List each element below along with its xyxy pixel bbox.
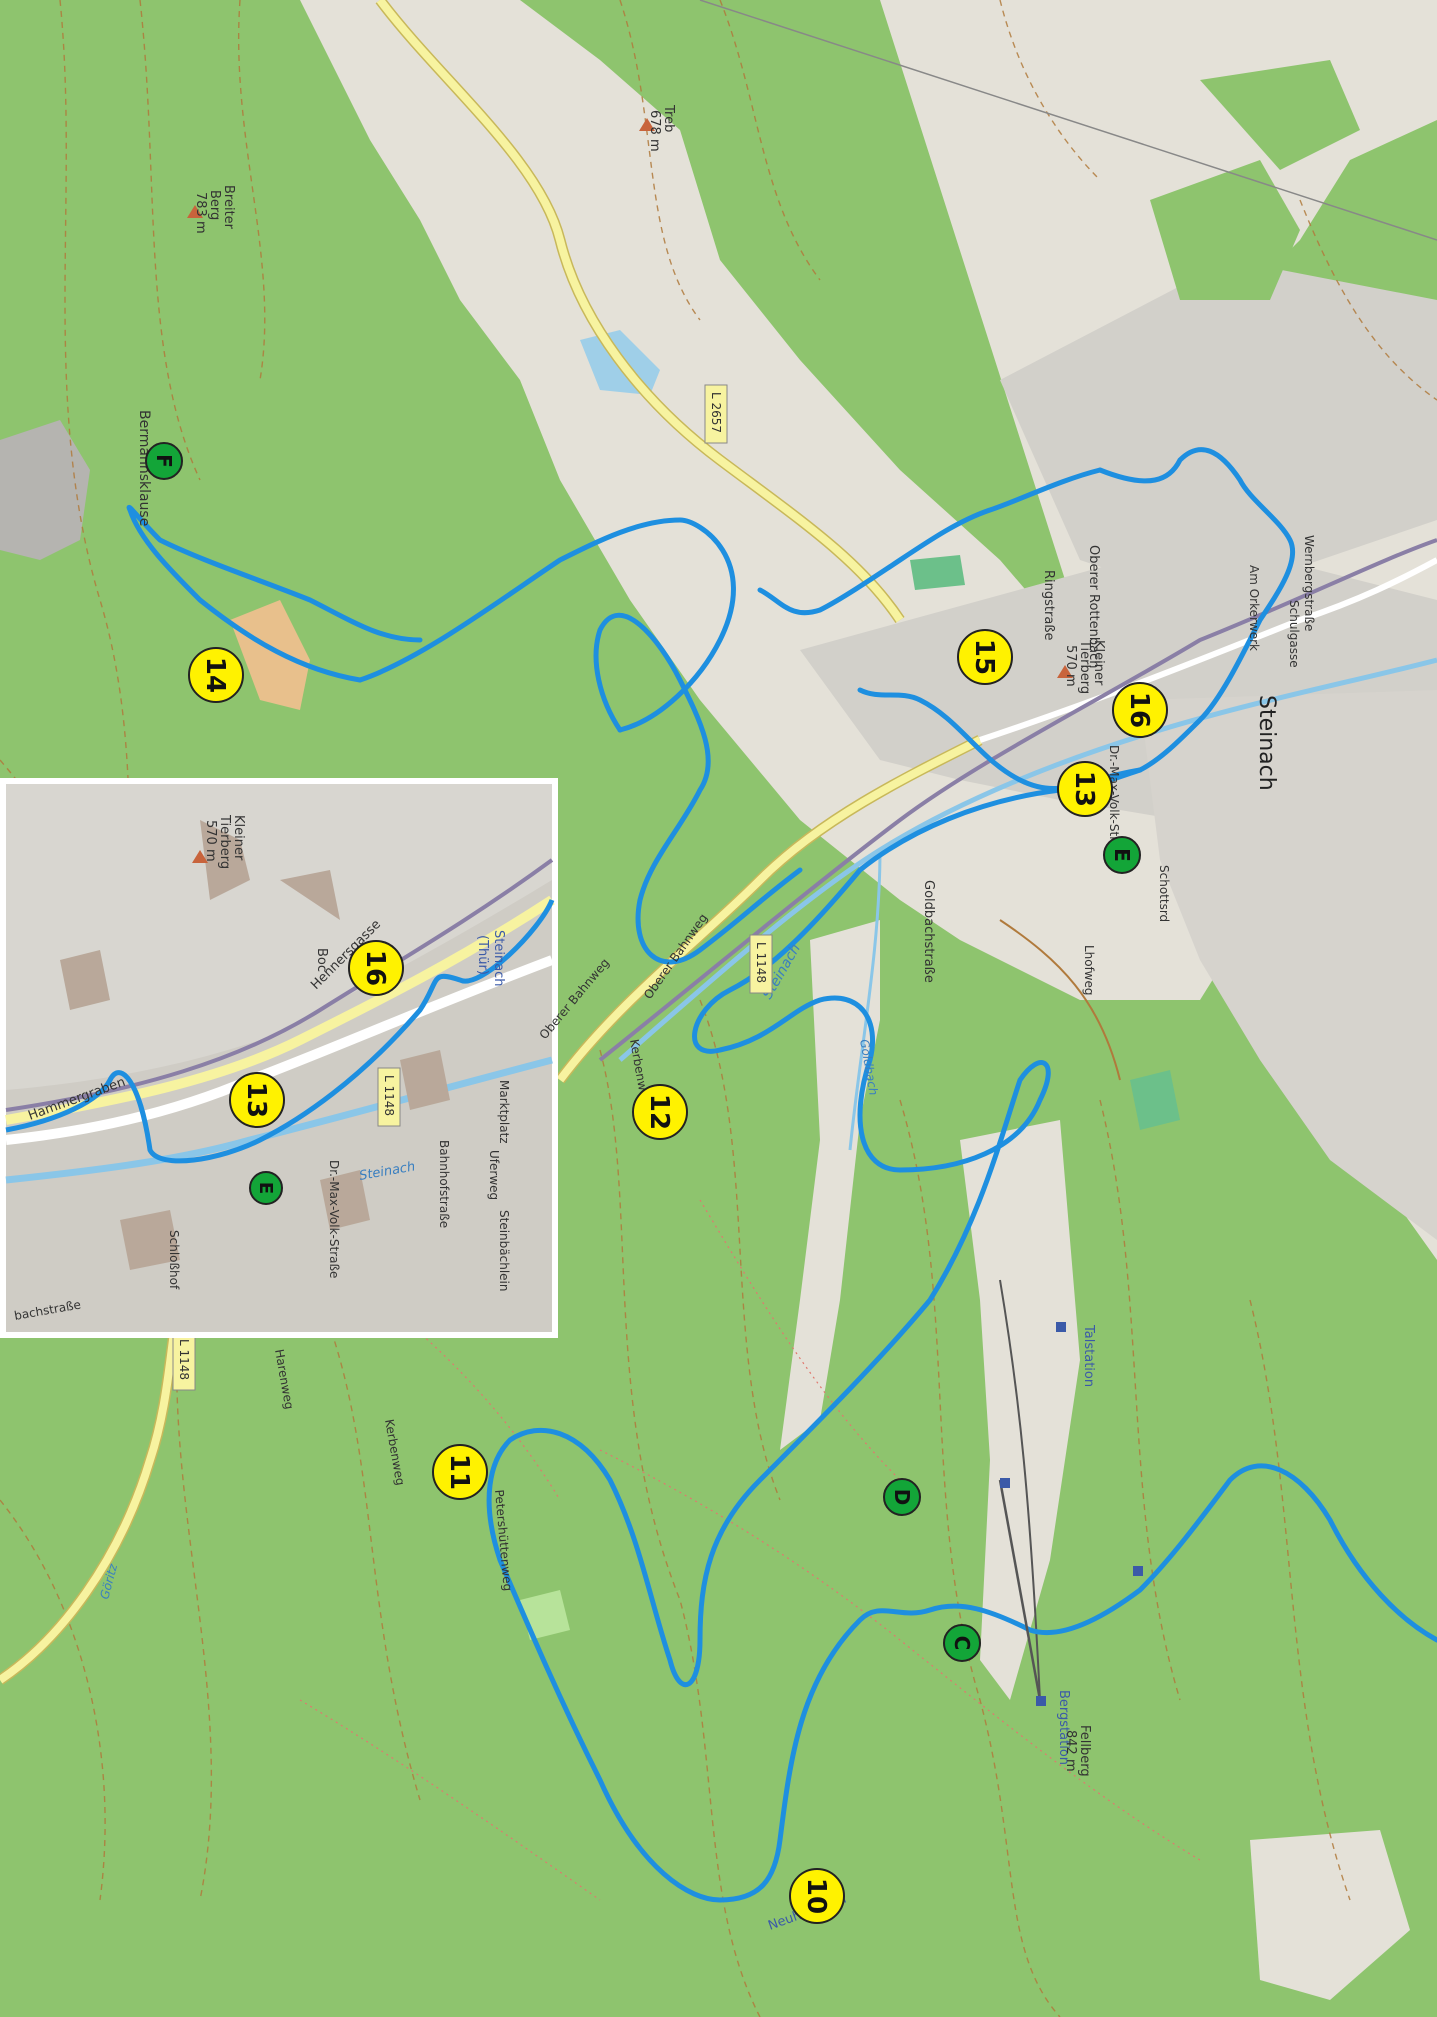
label-goldbachstrasse: Goldbachstraße	[921, 880, 936, 983]
railway	[598, 538, 1437, 1062]
label-ringstrasse: Ringstraße	[1041, 570, 1056, 641]
cable-car	[998, 1322, 1143, 1706]
svg-text:C: C	[950, 1636, 974, 1651]
inset-label-steinbachlein: Steinbächlein	[497, 1210, 511, 1291]
inset-label-steinach-2: (Thür)	[475, 935, 490, 975]
inset-route	[5, 898, 555, 1164]
svg-text:16: 16	[1124, 692, 1154, 728]
waypoint-10[interactable]: 10	[789, 1868, 845, 1924]
label-treb-2: 678 m	[647, 110, 662, 152]
peak-triangles	[187, 118, 1073, 678]
inset-map[interactable]: L 1148 Kleiner Tierberg 570 m Hammergrab…	[0, 778, 612, 1338]
inset-shield-l1148: L 1148	[377, 1067, 401, 1127]
label-breiter-berg-1: Breiter	[221, 185, 236, 230]
waypoint-14[interactable]: 14	[188, 647, 244, 703]
svg-text:15: 15	[969, 639, 999, 675]
svg-text:12: 12	[644, 1094, 674, 1130]
road-shield-l1148-b: L 1148	[172, 1331, 196, 1391]
inset-waypoint-16[interactable]: 16	[348, 940, 404, 996]
svg-text:E: E	[255, 1182, 276, 1194]
marker-C[interactable]: C	[943, 1624, 981, 1662]
waypoint-13[interactable]: 13	[1057, 761, 1113, 817]
label-treb-1: Treb	[661, 104, 676, 132]
label-lhofweg: Lhofweg	[1082, 945, 1096, 995]
label-oberer-rottenbach: Oberer Rottenbach	[1086, 545, 1101, 668]
svg-text:L 2657: L 2657	[709, 392, 723, 433]
inset-peak	[192, 850, 208, 863]
label-breiter-berg-2: Berg	[207, 190, 222, 220]
inset-label-schlosshof: Schloßhof	[167, 1230, 181, 1290]
waypoint-15[interactable]: 15	[957, 629, 1013, 685]
svg-text:D: D	[890, 1489, 914, 1506]
inset-label-kleiner-2: Tierberg	[217, 814, 232, 869]
svg-text:16: 16	[360, 950, 390, 986]
label-dr-max-volk: Dr.-Max-Volk-Straße	[1107, 745, 1121, 863]
svg-text:E: E	[1110, 848, 1134, 862]
marker-F[interactable]: F	[145, 442, 183, 480]
svg-text:13: 13	[1069, 771, 1099, 807]
svg-text:L 1148: L 1148	[177, 1339, 191, 1380]
inset-waypoint-13[interactable]: 13	[229, 1072, 285, 1128]
svg-text:L 1148: L 1148	[754, 942, 768, 983]
label-kleiner-tierberg-2: Tierberg	[1077, 639, 1092, 694]
river-goldbach	[848, 849, 882, 1151]
svg-text:F: F	[152, 454, 176, 468]
marker-D[interactable]: D	[883, 1478, 921, 1516]
inset-label-marktplatz: Marktplatz	[497, 1080, 511, 1144]
label-wernberg: Wernbergstraße	[1302, 535, 1316, 631]
inset-label-dr-max-volk: Dr.-Max-Volk-Straße	[327, 1160, 341, 1278]
inset-label-kleiner-1: Kleiner	[231, 815, 246, 861]
inset-label-kleiner-3: 570 m	[203, 820, 218, 862]
inset-label-boc: Boc	[314, 948, 329, 972]
label-bergstation: Bergstation	[1056, 1690, 1071, 1765]
marker-E[interactable]: E	[1103, 836, 1141, 874]
label-fellberg-1: Fellberg	[1077, 1725, 1092, 1777]
roads	[0, 0, 1437, 1701]
svg-text:L 1148: L 1148	[382, 1075, 396, 1116]
waypoint-12[interactable]: 12	[632, 1084, 688, 1140]
svg-text:11: 11	[444, 1454, 474, 1490]
label-am-orkerwerk: Am Orkerwerk	[1247, 565, 1261, 651]
label-fellberg-2: 842 m	[1063, 1730, 1078, 1772]
waypoint-11[interactable]: 11	[432, 1444, 488, 1500]
road-shield-l1148-a: L 1148	[749, 934, 773, 994]
label-talstation: Talstation	[1081, 1324, 1096, 1387]
map-labels: Breiter Berg 783 m Treb 678 m Bermannskl…	[97, 104, 1316, 1934]
inset-label-uferweg: Uferweg	[487, 1150, 501, 1200]
inset-marker-E[interactable]: E	[249, 1171, 283, 1205]
label-breiter-berg-3: 783 m	[193, 192, 208, 234]
road-shield-l2657: L 2657	[704, 384, 728, 444]
label-bermannsklause: Bermannsklause	[136, 410, 152, 526]
waypoint-16[interactable]: 16	[1112, 682, 1168, 738]
label-schottsrd: Schottsrd	[1157, 865, 1171, 922]
label-kleiner-tierberg-1: Kleiner	[1091, 640, 1106, 686]
inset-label-steinach-1: Steinach	[491, 930, 506, 987]
river-steinach	[618, 657, 1437, 1062]
inset-label-bahnhofstrasse: Bahnhofstraße	[437, 1140, 451, 1228]
svg-text:10: 10	[801, 1878, 831, 1914]
label-schulgasse: Schulgasse	[1287, 600, 1301, 668]
svg-text:13: 13	[241, 1082, 271, 1118]
label-kleiner-tierberg-3: 570 m	[1063, 645, 1078, 687]
svg-text:14: 14	[200, 657, 230, 693]
label-steinach-town: Steinach	[1254, 695, 1279, 791]
